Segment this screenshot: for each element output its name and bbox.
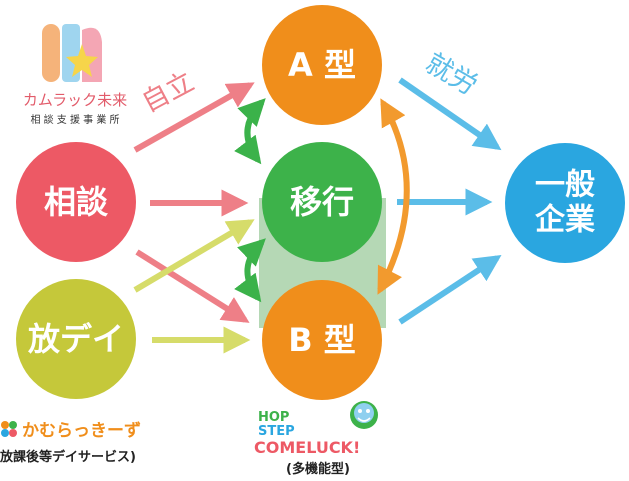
- node-b-type: B 型: [262, 280, 382, 400]
- kamluck-subtitle: 相 談 支 援 事 業 所: [30, 113, 119, 126]
- arrow-soudan-to-a: [133, 82, 255, 153]
- node-a-type-circle: [262, 5, 382, 125]
- node-a-type: A 型: [262, 5, 382, 125]
- node-soudan-circle: [16, 142, 136, 262]
- node-ikou-circle: [262, 142, 382, 262]
- kamluck-logo: [42, 24, 102, 82]
- node-ippan-circle: [505, 143, 625, 263]
- node-houdei-circle: [16, 279, 136, 399]
- kamluck-logo-panel-blue: [62, 24, 80, 82]
- node-soudan: 相談: [16, 142, 136, 262]
- comeluck-hop: HOP: [258, 410, 289, 425]
- node-a-type-label: A 型: [288, 46, 356, 84]
- kamurakkiizu-subtitle: (放課後等デイサービス): [0, 449, 136, 465]
- node-houdei: 放デイ: [16, 279, 136, 399]
- label-jiritsu: 自立: [137, 66, 199, 119]
- comeluck-step: STEP: [258, 424, 295, 439]
- node-soudan-label: 相談: [44, 183, 109, 221]
- kamurakkiizu-name: かむらっきーず: [22, 421, 141, 441]
- arrow-a-b-transfer: [377, 98, 410, 295]
- arrow-b-to-ippan: [398, 255, 502, 325]
- kamluck-logo-star: [66, 44, 98, 77]
- label-shuurou: 就労: [420, 48, 482, 102]
- node-houdei-label: 放デイ: [28, 320, 124, 358]
- comeluck-name: COMELUCK!: [254, 438, 360, 457]
- kamluck-name: カムラック未来: [23, 91, 127, 109]
- node-ikou-label: 移行: [290, 183, 354, 221]
- node-ippan-label-line1: 一般: [535, 168, 595, 203]
- arrow-houdei-to-ikou: [133, 219, 255, 293]
- node-b-type-circle: [262, 280, 382, 400]
- arrow-a-ikou-transfer: [234, 98, 266, 165]
- node-ikou: 移行: [262, 142, 382, 262]
- node-ippan: 一般 企業: [505, 143, 625, 263]
- comeluck-mascot-icon: [350, 401, 378, 429]
- arrow-ikou-b-transfer: [234, 238, 266, 303]
- kamurakkiizu-clover-icon: [1, 421, 17, 437]
- comeluck-subtitle: (多機能型): [286, 461, 350, 477]
- arrow-soudan-to-b: [135, 249, 250, 323]
- node-ippan-label-line2: 企業: [535, 203, 595, 238]
- kamluck-logo-door: [42, 24, 60, 82]
- node-b-type-label: B 型: [288, 321, 356, 359]
- arrow-a-to-ippan: [398, 77, 502, 151]
